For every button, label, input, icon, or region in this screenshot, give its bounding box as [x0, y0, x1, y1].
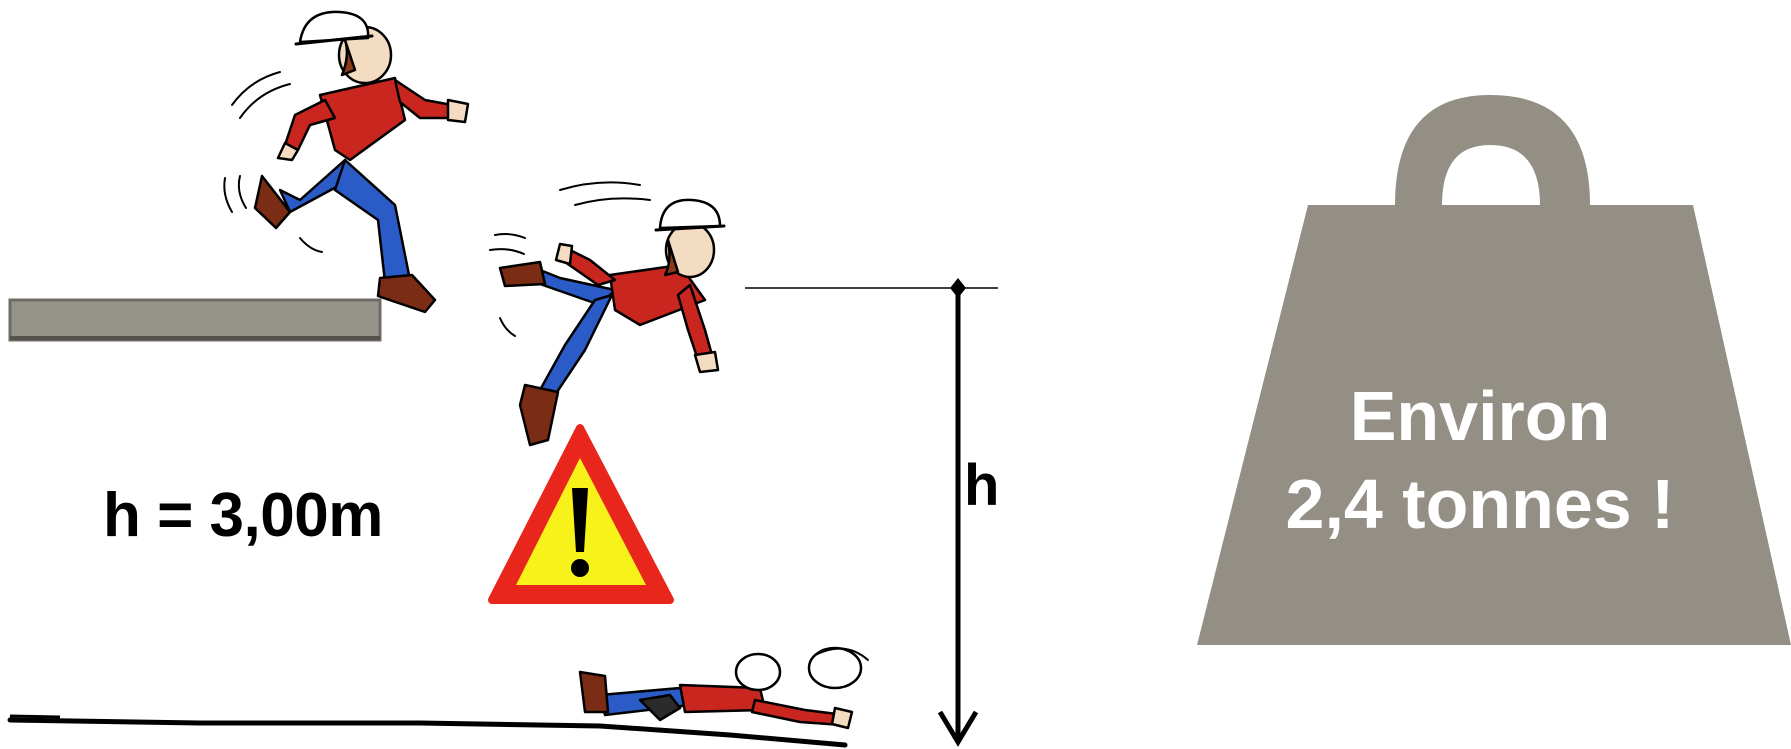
ground-line [10, 716, 845, 745]
weight-label-line2: 2,4 tonnes ! [1175, 460, 1785, 548]
height-value-label: h = 3,00m [103, 480, 383, 551]
height-dimension [745, 278, 998, 742]
weight-label-line1: Environ [1175, 372, 1785, 460]
worker-running-icon [224, 12, 468, 312]
weight-label: Environ 2,4 tonnes ! [1175, 372, 1785, 548]
weight-icon [1197, 95, 1791, 645]
worker-falling-icon [490, 182, 724, 445]
platform-ledge [10, 300, 380, 340]
dimension-label: h [964, 452, 999, 519]
worker-fallen-icon [580, 648, 868, 728]
warning-triangle-icon [492, 428, 670, 600]
